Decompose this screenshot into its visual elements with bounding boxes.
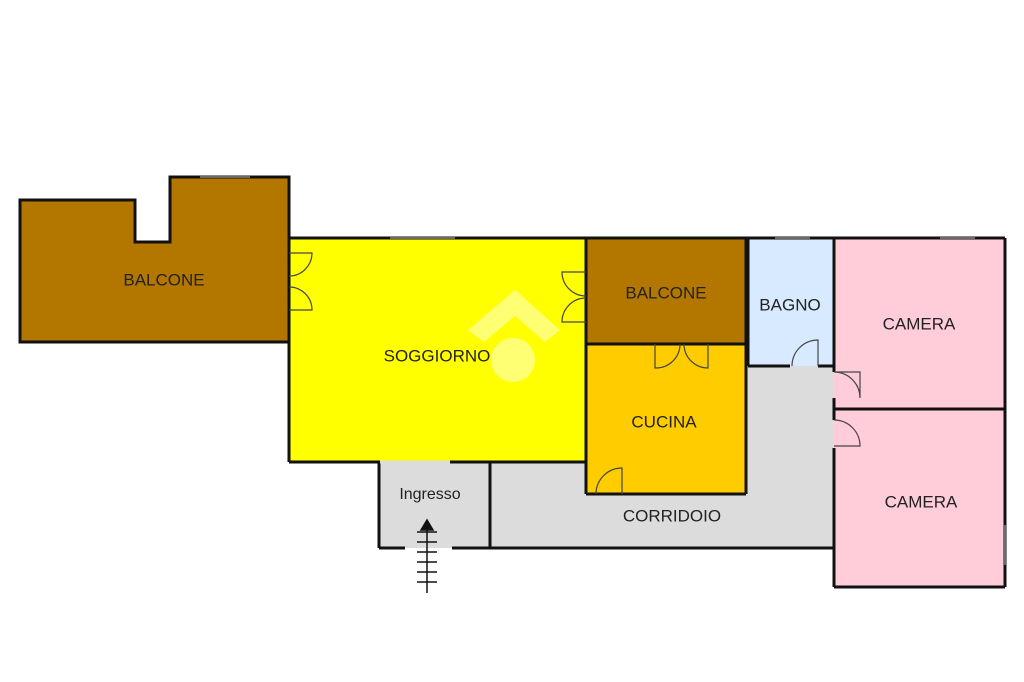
door-cucina — [595, 467, 623, 495]
label-camera-top: CAMERA — [883, 314, 956, 333]
watermark-logo-icon — [468, 290, 560, 382]
door-balcone-cucina — [654, 343, 709, 369]
room-fills — [20, 177, 1005, 587]
label-balcone-left: BALCONE — [123, 270, 204, 289]
camera-bottom-area — [834, 409, 1005, 587]
corridoio-area — [490, 366, 834, 548]
label-soggiorno: SOGGIORNO — [384, 346, 491, 365]
ingresso-area — [379, 462, 490, 548]
cucina-area — [586, 344, 746, 494]
camera-top-area — [834, 238, 1005, 409]
door-soggiorno-balcone — [561, 271, 587, 323]
room-labels: BALCONE SOGGIORNO BALCONE BAGNO CAMERA C… — [123, 270, 958, 525]
label-ingresso: Ingresso — [399, 486, 460, 503]
doors — [288, 252, 861, 495]
balcone-left-area — [20, 177, 289, 342]
balcone-center-area — [586, 238, 746, 344]
label-cucina: CUCINA — [631, 412, 697, 431]
door-camera-bottom — [833, 419, 861, 447]
label-balcone-center: BALCONE — [625, 283, 706, 302]
windows — [200, 176, 1006, 565]
label-camera-bottom: CAMERA — [885, 492, 958, 511]
soggiorno-area — [289, 238, 586, 462]
entrance-arrow-icon — [417, 518, 437, 593]
door-camera-top — [833, 371, 861, 399]
door-bagno — [791, 339, 819, 367]
bagno-area — [748, 238, 834, 366]
label-corridoio: CORRIDOIO — [623, 506, 721, 525]
label-bagno: BAGNO — [759, 295, 820, 314]
door-balcone-soggiorno — [288, 252, 313, 311]
